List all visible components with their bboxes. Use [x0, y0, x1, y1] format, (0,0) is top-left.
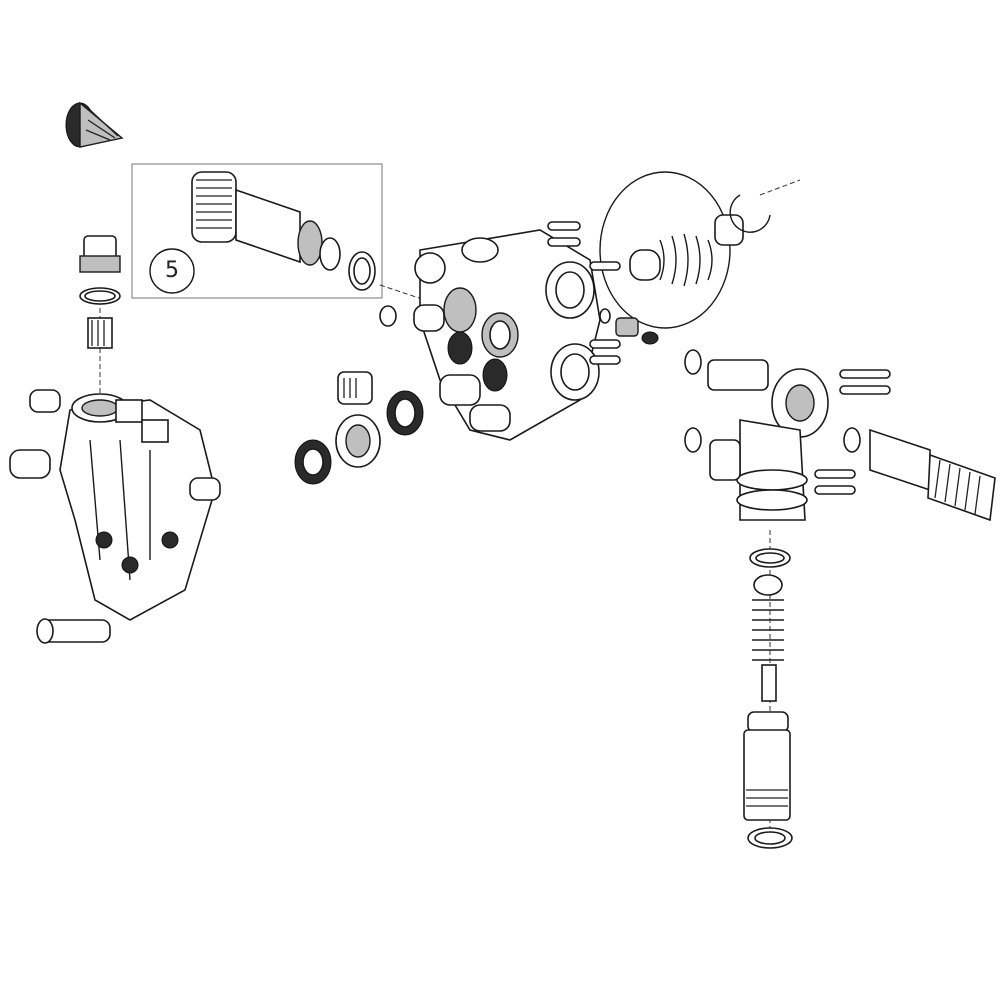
check-valve-part [599, 308, 659, 345]
unloader-spring-part [629, 194, 771, 287]
callout-number-label: 5 [165, 258, 179, 283]
axis-line [759, 179, 801, 196]
large-o-ring-part [599, 171, 731, 329]
pump-head-part [413, 229, 601, 441]
manifold-housing-part [9, 389, 221, 644]
threaded-inlet-fitting [191, 171, 376, 291]
retaining-clip-part [547, 221, 621, 365]
callout-circle [149, 248, 195, 294]
piston-rod-part [743, 548, 793, 849]
plug-nut-part [79, 235, 121, 349]
o-ring-part [379, 305, 397, 327]
outlet-fitting-part [843, 427, 996, 522]
unloader-body-part [684, 349, 891, 521]
inlet-filter-part [65, 101, 124, 148]
callout-box [131, 163, 383, 299]
seal-set-part [294, 371, 424, 485]
